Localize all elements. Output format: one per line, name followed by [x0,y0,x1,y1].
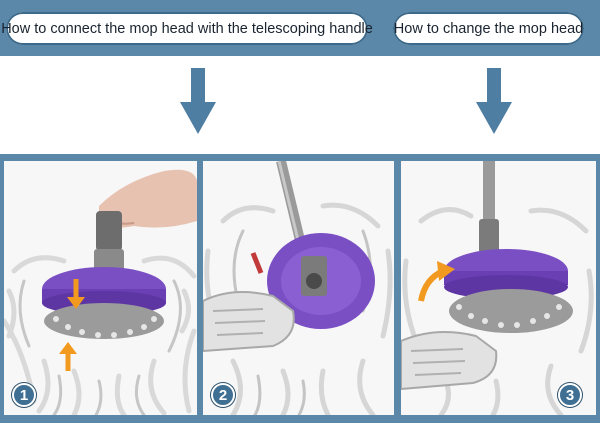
mop-remove-illustration [401,161,596,415]
step-number-badge: 2 [211,383,235,407]
down-arrow-icon [476,68,512,134]
step-3-photo: 3 [401,161,596,415]
down-arrow-icon [180,68,216,134]
step-2-photo: 2 [203,161,394,415]
connect-handle-title: How to connect the mop head with the tel… [1,12,373,45]
mop-attach-illustration [4,161,197,415]
change-head-title: How to change the mop head [393,12,584,45]
step-number-badge: 3 [558,383,582,407]
mop-press-illustration [203,161,394,415]
step-1-photo: 1 [4,161,197,415]
step-number-badge: 1 [12,383,36,407]
